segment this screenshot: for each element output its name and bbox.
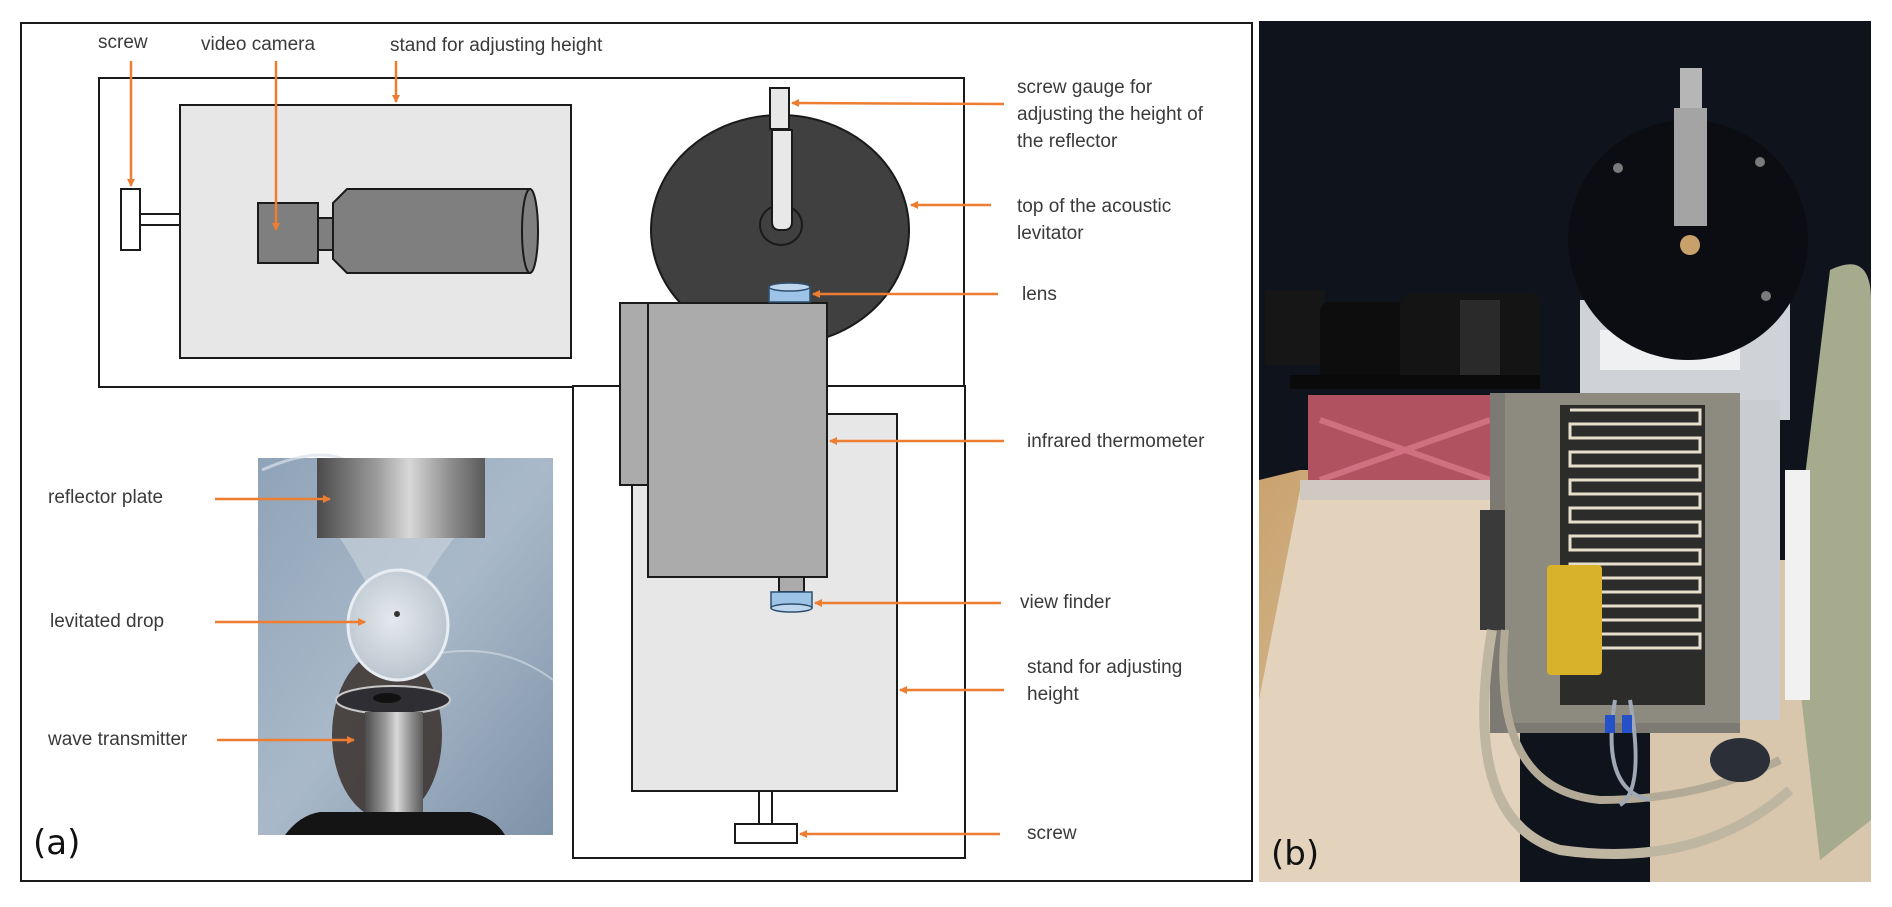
label-stand-bottom: stand for adjusting height [1027,654,1182,708]
label-stand-bottom-line-2: height [1027,684,1079,705]
label-levitated-drop: levitated drop [50,611,165,632]
levitation-inset-photo [258,453,554,835]
label-levitator-top-line-1: top of the acoustic [1017,196,1172,217]
label-reflector-plate: reflector plate [48,487,164,508]
screw-bottom-head [734,823,798,844]
label-video-camera: video camera [201,34,316,55]
arrows [127,61,1005,838]
label-wave-transmitter: wave transmitter [48,729,188,750]
panel-b-tag: (b) [1271,834,1320,874]
camera-body-photo [1265,290,1325,365]
label-screw-gauge-line-1: screw gauge for [1017,77,1153,98]
label-stand-bottom-line-1: stand for adjusting [1027,657,1183,678]
screw-gauge [769,87,790,130]
label-levitator-top-line-2: levitator [1017,223,1084,244]
video-camera [257,188,539,274]
label-infrared-thermometer: infrared thermometer [1027,431,1205,452]
screw-left [120,188,181,251]
label-screw-gauge: screw gauge for adjusting the height of … [1017,74,1203,155]
micrometer-photo [1680,68,1702,108]
acoustic-levitator-top [650,87,910,346]
arrow-screw-gauge [791,99,1005,108]
label-lens: lens [1022,284,1057,305]
panel-a-tag: (a) [33,823,81,863]
screw-bottom-stem [758,790,773,825]
label-screw-gauge-line-3: the reflector [1017,131,1118,152]
infrared-thermometer [619,282,828,613]
view-finder [770,576,813,613]
label-stand-top: stand for adjusting height [390,35,603,56]
label-screw: screw [98,32,148,53]
panel-b-photo [1259,21,1871,882]
levitated-drop-photo [346,568,450,682]
label-levitator-top: top of the acoustic levitator [1017,193,1171,247]
thermometer-photo [1490,393,1810,733]
reflector-plate-photo [317,458,485,538]
viewfinder-eyepiece-photo [1710,738,1770,782]
label-screw-bottom: screw [1027,823,1077,844]
label-screw-gauge-line-2: adjusting the height of [1017,104,1203,125]
label-view-finder: view finder [1020,592,1111,613]
lens [768,282,811,303]
